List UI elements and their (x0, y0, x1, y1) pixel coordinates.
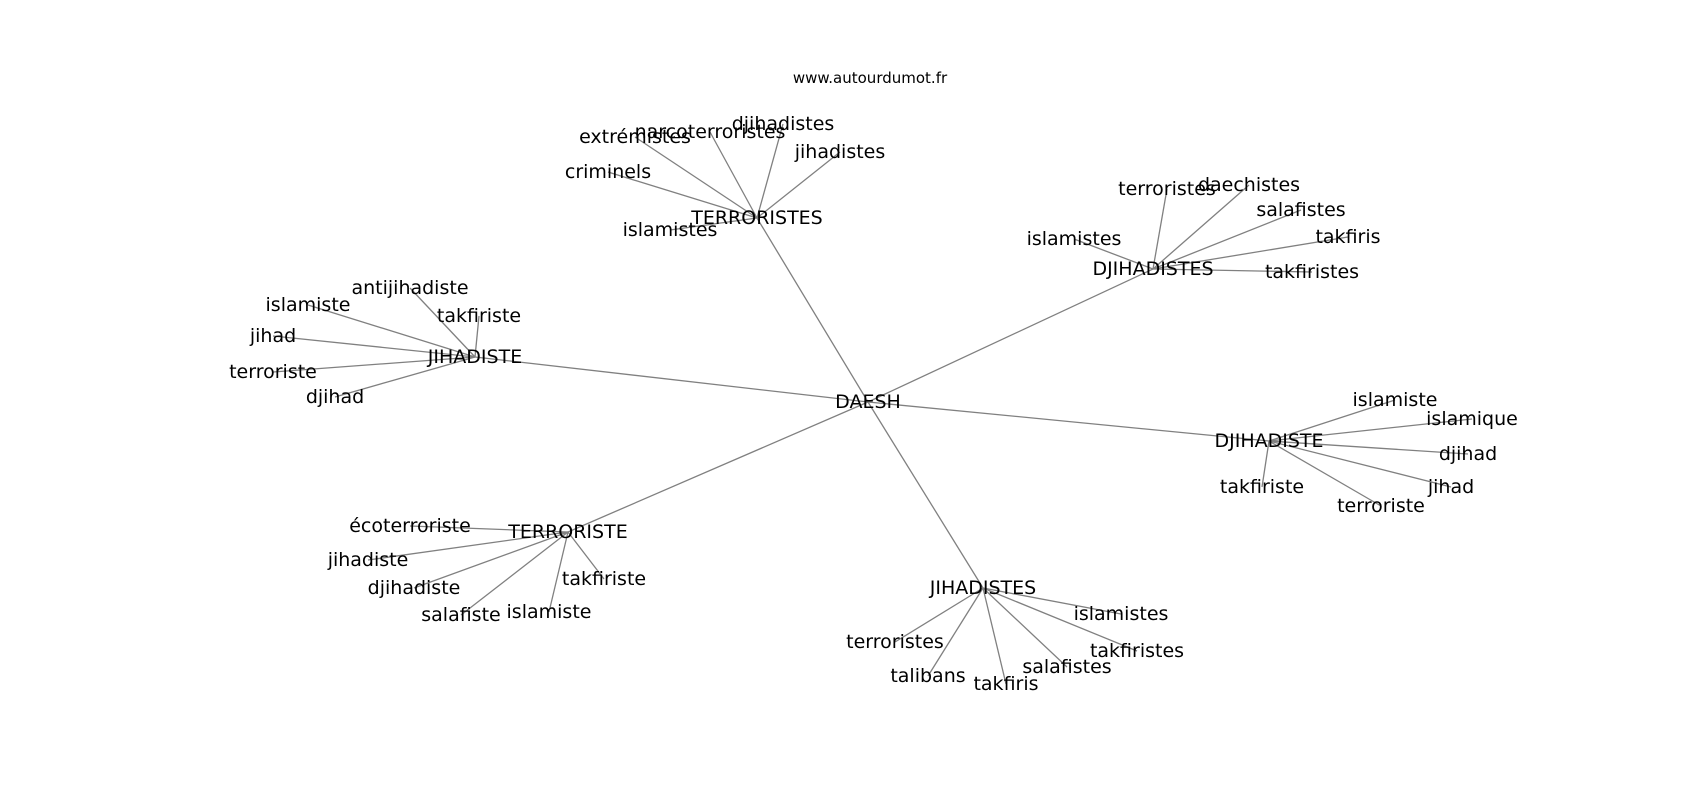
edge-terroriste_hub-tr_jihadiste (367, 531, 569, 561)
node-label-js-takfiristes: takfiristes (1090, 640, 1184, 662)
node-label-js-salafistes: salafistes (1022, 656, 1111, 678)
node-label-d-islamistes: islamistes (1027, 228, 1122, 250)
edge-terroriste_hub-tr_ecoterroriste (409, 525, 569, 533)
node-label-tr-ecoterroriste: écoterroriste (349, 515, 471, 537)
node-label-dj-islamique: islamique (1426, 408, 1518, 430)
edge-terroristes-t_jihadistes (756, 151, 841, 219)
node-label-dj-takfiriste: takfiriste (1220, 476, 1304, 498)
node-label-terroristes: TERRORISTES (690, 207, 823, 229)
edge-djihadistes_hub-d_salafistes (1152, 209, 1302, 270)
edge-jihadiste_hub-j_islamiste (307, 304, 476, 358)
edge-daesh-jihadiste_hub (474, 356, 869, 403)
node-label-djihadistes-hub: DJIHADISTES (1092, 258, 1213, 280)
node-label-jihadiste-hub: JIHADISTE (427, 346, 522, 368)
node-label-j-takfiriste: takfiriste (437, 305, 521, 327)
node-label-dj-terroriste: terroriste (1337, 495, 1425, 517)
node-label-d-daechistes: daechistes (1198, 174, 1300, 196)
node-label-d-takfiristes: takfiristes (1265, 261, 1359, 283)
edge-daesh-djihadistes_hub (867, 268, 1154, 403)
edge-jihadiste_hub-j_djihad (334, 356, 476, 398)
edge-jihadiste_hub-j_takfiriste (474, 315, 480, 358)
edge-terroriste_hub-tr_islamiste (548, 531, 569, 613)
node-label-js-talibans: talibans (890, 665, 965, 687)
edge-djihadistes_hub-d_terroristes (1152, 188, 1168, 270)
edge-daesh-djihadiste_hub (867, 401, 1270, 442)
node-label-js-islamistes: islamistes (1074, 603, 1169, 625)
node-label-tr-djihadiste: djihadiste (368, 577, 461, 599)
node-label-t-islamistes: islamistes (623, 219, 718, 241)
node-label-j-djihad: djihad (306, 386, 364, 408)
edge-djihadiste_hub-dj_jihad (1268, 440, 1452, 488)
node-label-d-takfiris: takfiris (1315, 226, 1380, 248)
edge-jihadistes_hub-js_takfiris (982, 587, 1007, 685)
edge-djihadiste_hub-dj_islamiste (1268, 399, 1396, 442)
node-label-t-criminels: criminels (565, 161, 651, 183)
edge-jihadistes_hub-js_talibans (927, 587, 984, 677)
edge-daesh-terroriste_hub (567, 401, 869, 533)
node-label-d-salafistes: salafistes (1256, 199, 1345, 221)
edge-terroriste_hub-tr_salafiste (460, 531, 569, 616)
node-label-j-jihad: jihad (249, 325, 296, 347)
node-label-j-terroriste: terroriste (229, 361, 317, 383)
edge-terroriste_hub-tr_takfiriste (567, 531, 605, 580)
node-label-d-terroristes: terroristes (1118, 178, 1216, 200)
nodes-layer: DAESH TERRORISTES extrémistesnarcoterroris… (229, 113, 1518, 695)
edge-djihadistes_hub-d_daechistes (1152, 184, 1250, 270)
node-label-dj-djihad: djihad (1439, 443, 1497, 465)
node-label-t-jihadistes: jihadistes (794, 141, 886, 163)
edge-daesh-jihadistes_hub (867, 401, 984, 589)
edge-djihadistes_hub-d_takfiris (1152, 236, 1349, 270)
edge-djihadiste_hub-dj_djihad (1268, 440, 1469, 455)
node-label-t-djihadistes: djihadistes (732, 113, 835, 135)
watermark: www.autourdumot.fr (793, 69, 948, 87)
node-label-tr-islamiste: islamiste (507, 601, 592, 623)
edge-jihadistes_hub-js_islamistes (982, 587, 1122, 615)
edge-terroristes-t_criminels (607, 171, 758, 219)
edge-jihadiste_hub-j_terroriste (272, 356, 476, 373)
node-label-tr-takfiriste: takfiriste (562, 568, 646, 590)
edge-jihadistes_hub-js_terroristes (894, 587, 984, 643)
edge-terroristes-t_islamistes (669, 217, 758, 231)
node-label-terroriste-hub: TERRORISTE (507, 521, 627, 543)
node-label-t-narco: narcoterroristes (635, 121, 786, 143)
edge-djihadiste_hub-dj_takfiriste (1261, 440, 1270, 488)
edge-jihadistes_hub-js_salafistes (982, 587, 1068, 668)
edge-terroristes-t_narco (709, 131, 758, 219)
node-label-js-terroristes: terroristes (846, 631, 944, 653)
edge-terroristes-t_extremistes (634, 136, 758, 219)
edge-jihadiste_hub-j_antijihadiste (409, 287, 476, 358)
node-label-djihadiste-hub: DJIHADISTE (1214, 430, 1323, 452)
edge-jihadistes_hub-js_takfiristes (982, 587, 1138, 652)
node-label-js-takfiris: takfiris (973, 673, 1038, 695)
node-label-dj-islamiste: islamiste (1353, 389, 1438, 411)
edge-jihadiste_hub-j_jihad (272, 335, 476, 358)
node-label-tr-jihadiste: jihadiste (327, 549, 409, 571)
node-label-t-extremistes: extrémistes (579, 126, 691, 148)
edge-djihadiste_hub-dj_islamique (1268, 418, 1473, 442)
edge-djihadistes_hub-d_takfiristes (1152, 268, 1313, 273)
node-label-jihadistes-hub: JIHADISTES (929, 577, 1036, 599)
node-label-tr-salafiste: salafiste (421, 604, 500, 626)
node-label-j-antijihadiste: antijihadiste (351, 277, 468, 299)
node-label-daesh: DAESH (835, 391, 901, 413)
node-label-j-islamiste: islamiste (266, 294, 351, 316)
edges-layer (272, 123, 1473, 685)
node-label-dj-jihad: jihad (1427, 476, 1474, 498)
edge-terroristes-t_djihadistes (756, 123, 784, 219)
edge-daesh-terroristes (756, 217, 869, 403)
edge-djihadiste_hub-dj_terroriste (1268, 440, 1382, 507)
edge-terroriste_hub-tr_djihadiste (413, 531, 569, 589)
edge-djihadistes_hub-d_islamistes (1073, 238, 1154, 270)
